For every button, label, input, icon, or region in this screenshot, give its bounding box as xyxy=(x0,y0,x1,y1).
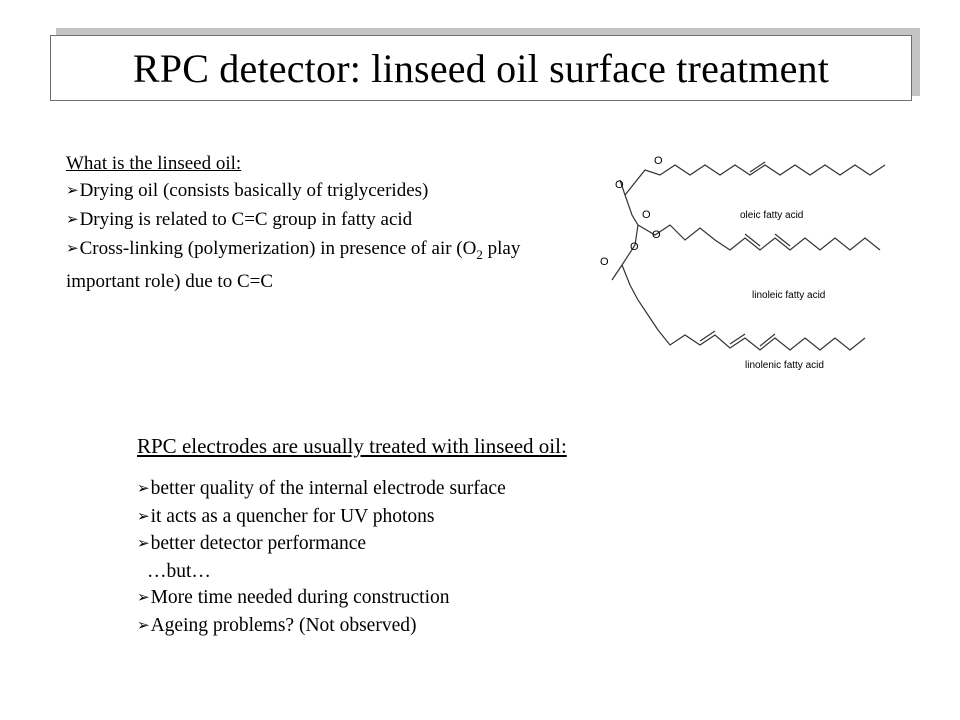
oxygen-atom: O xyxy=(600,256,609,268)
oleic-label: oleic fatty acid xyxy=(740,210,803,221)
list-item: ➢Drying oil (consists basically of trigl… xyxy=(66,177,536,206)
double-bond xyxy=(699,330,716,342)
intro-section: What is the linseed oil: ➢Drying oil (co… xyxy=(66,150,536,295)
diagram-background xyxy=(590,140,890,380)
arrow-bullet-icon: ➢ xyxy=(137,536,150,552)
arrow-bullet-icon: ➢ xyxy=(137,481,150,497)
arrow-bullet-icon: ➢ xyxy=(66,241,79,257)
linolenic-chain xyxy=(621,264,866,351)
title-box: RPC detector: linseed oil surface treatm… xyxy=(50,35,912,101)
treatment-item: More time needed during construction xyxy=(150,587,450,608)
treatment-item: better detector performance xyxy=(150,533,367,554)
double-bond xyxy=(729,333,746,345)
linolenic-label: linolenic fatty acid xyxy=(745,360,824,371)
structure-svg: O O O O O O oleic fatty acid linoleic fa… xyxy=(590,140,890,380)
list-item: ➢better quality of the internal electrod… xyxy=(137,476,837,504)
treatment-list: ➢better quality of the internal electrod… xyxy=(137,476,837,640)
list-item: ➢More time needed during construction xyxy=(137,585,837,613)
treatment-section: RPC electrodes are usually treated with … xyxy=(137,434,837,640)
treatment-item: it acts as a quencher for UV photons xyxy=(150,505,435,527)
arrow-bullet-icon: ➢ xyxy=(66,183,79,199)
arrow-bullet-icon: ➢ xyxy=(137,508,150,525)
list-item: …but… xyxy=(137,559,837,586)
oxygen-atom: O xyxy=(654,155,663,167)
double-bond xyxy=(774,233,791,247)
slide-title: RPC detector: linseed oil surface treatm… xyxy=(132,45,830,91)
intro-item-3: Cross-linking (polymerization) in presen… xyxy=(79,238,477,259)
intro-item-2: Drying is related to C=C group in fatty … xyxy=(79,209,413,230)
double-bond xyxy=(749,161,766,173)
treatment-item: better quality of the internal electrode… xyxy=(150,478,506,499)
linoleic-label: linoleic fatty acid xyxy=(752,290,825,301)
linoleic-chain xyxy=(637,224,881,251)
oxygen-atom: O xyxy=(630,241,639,253)
treatment-item: Ageing problems? (Not observed) xyxy=(150,614,417,636)
list-item: ➢Cross-linking (polymerization) in prese… xyxy=(66,235,536,295)
arrow-bullet-icon: ➢ xyxy=(137,617,150,634)
treatment-interlude: …but… xyxy=(147,560,211,582)
intro-heading: What is the linseed oil: xyxy=(66,153,242,174)
arrow-bullet-icon: ➢ xyxy=(66,212,79,228)
list-item: ➢it acts as a quencher for UV photons xyxy=(137,504,837,532)
subscript-2: 2 xyxy=(476,246,483,262)
oxygen-atom: O xyxy=(615,179,624,191)
arrow-bullet-icon: ➢ xyxy=(137,590,150,606)
triglyceride-structure-diagram: O O O O O O oleic fatty acid linoleic fa… xyxy=(590,140,890,380)
oxygen-atom: O xyxy=(642,209,651,221)
treatment-heading: RPC electrodes are usually treated with … xyxy=(137,434,567,458)
intro-item-3-tail: play important role) due to C=C xyxy=(66,238,521,292)
double-bond xyxy=(744,233,761,247)
list-item: ➢Drying is related to C=C group in fatty… xyxy=(66,206,536,235)
oxygen-atom: O xyxy=(652,229,661,241)
list-item: ➢Ageing problems? (Not observed) xyxy=(137,613,837,641)
list-item: ➢better detector performance xyxy=(137,531,837,559)
intro-item-1: Drying oil (consists basically of trigly… xyxy=(79,180,429,201)
intro-list: ➢Drying oil (consists basically of trigl… xyxy=(66,177,536,295)
double-bond xyxy=(759,333,776,347)
oleic-chain xyxy=(624,164,886,196)
